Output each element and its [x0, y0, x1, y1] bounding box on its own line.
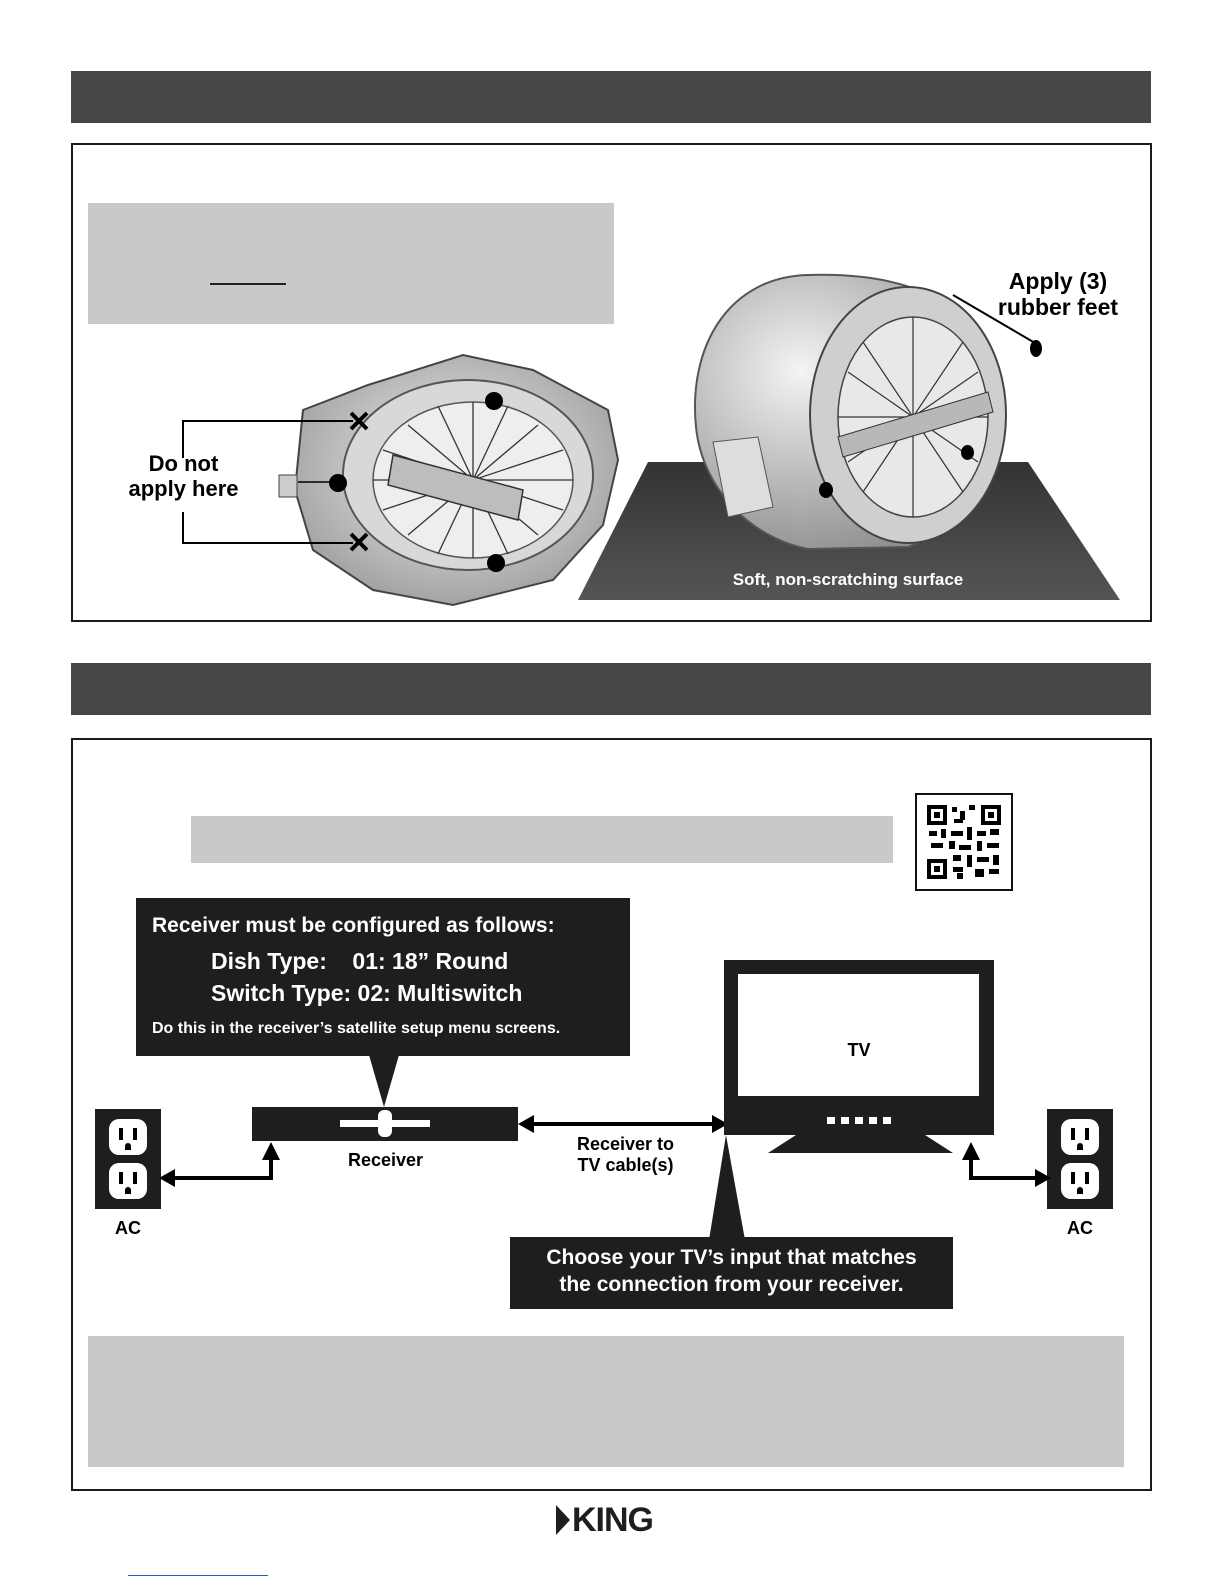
section-2-bottom-note-box [88, 1336, 1124, 1467]
dish-type-line: Dish Type: 01: 18” Round [211, 948, 509, 974]
callout-title: Receiver must be configured as follows: [152, 914, 555, 937]
section-2-panel: Receiver must be configured as follows: … [71, 738, 1152, 1491]
tv-screen [738, 974, 979, 1096]
footer-link-underline[interactable] [128, 1575, 268, 1576]
rubber-foot-dot [961, 445, 974, 460]
tv-label: TV [847, 1040, 871, 1060]
switch-type-line: Switch Type: 02: Multiswitch [211, 980, 523, 1006]
tv-button [841, 1117, 849, 1124]
outlet-socket [1061, 1163, 1099, 1199]
x-mark-icon [349, 532, 369, 552]
receiver-config-callout: Receiver must be configured as follows: … [136, 898, 630, 1056]
apply-rubber-feet-label: Apply (3) rubber feet [997, 268, 1119, 321]
section-1-header-bar [71, 71, 1151, 123]
king-logo: KING [556, 1500, 654, 1540]
outlet-socket [109, 1163, 147, 1199]
ac-label-left: AC [115, 1218, 141, 1238]
outlet-socket [1061, 1119, 1099, 1155]
rubber-foot-dot [487, 554, 505, 572]
section-2-header-bar [71, 663, 1151, 715]
do-not-apply-bracket [182, 420, 353, 544]
rubber-foot-dot [1030, 340, 1042, 357]
x-mark-icon [349, 411, 369, 431]
do-not-apply-label: Do not apply here [128, 451, 239, 502]
tv-stand [768, 1135, 953, 1153]
tv-button [883, 1117, 891, 1124]
note-underline [210, 283, 286, 285]
qr-code-icon [927, 805, 1001, 879]
tv-power-cable [962, 1142, 1051, 1187]
tv-callout-text: Choose your TV’s input that matches the … [546, 1246, 917, 1297]
rubber-foot-dot [819, 482, 833, 498]
dish-base-top-view [278, 353, 620, 607]
cable-label: Receiver to TV cable(s) [576, 1134, 675, 1175]
receiver-knob [378, 1110, 392, 1137]
tv-buttons [827, 1117, 895, 1124]
receiver-callout-pointer [369, 1055, 399, 1107]
section-2-note-box [191, 816, 893, 863]
callout-note: Do this in the receiver’s satellite setu… [152, 1020, 561, 1037]
section-1-note-box [88, 203, 614, 324]
receiver-power-cable [159, 1142, 280, 1187]
receiver-tv-cable-arrow [518, 1115, 728, 1133]
tv-button [827, 1117, 835, 1124]
ac-outlet-left [95, 1109, 161, 1209]
tv-input-callout: Choose your TV’s input that matches the … [510, 1237, 953, 1309]
apply-pointer-line [952, 294, 1036, 344]
section-1-panel: Do not apply here Apply (3) rubber feet … [71, 143, 1152, 622]
ac-outlet-right [1047, 1109, 1113, 1209]
king-logo-text: KING [572, 1500, 654, 1539]
outlet-socket [109, 1119, 147, 1155]
tv-callout-pointer [709, 1135, 745, 1240]
dish-perspective-view [694, 273, 1007, 551]
tv-device: TV [724, 960, 994, 1135]
receiver-label: Receiver [347, 1150, 424, 1170]
tv-button [855, 1117, 863, 1124]
qr-code[interactable] [915, 793, 1013, 891]
rubber-foot-dot [485, 392, 503, 410]
ac-label-right: AC [1067, 1218, 1093, 1238]
tv-button [869, 1117, 877, 1124]
rubber-foot-dot [329, 474, 347, 492]
soft-surface-label: Soft, non-scratching surface [732, 570, 964, 589]
receiver-device [252, 1107, 518, 1141]
king-logo-chevron-icon [556, 1505, 570, 1535]
